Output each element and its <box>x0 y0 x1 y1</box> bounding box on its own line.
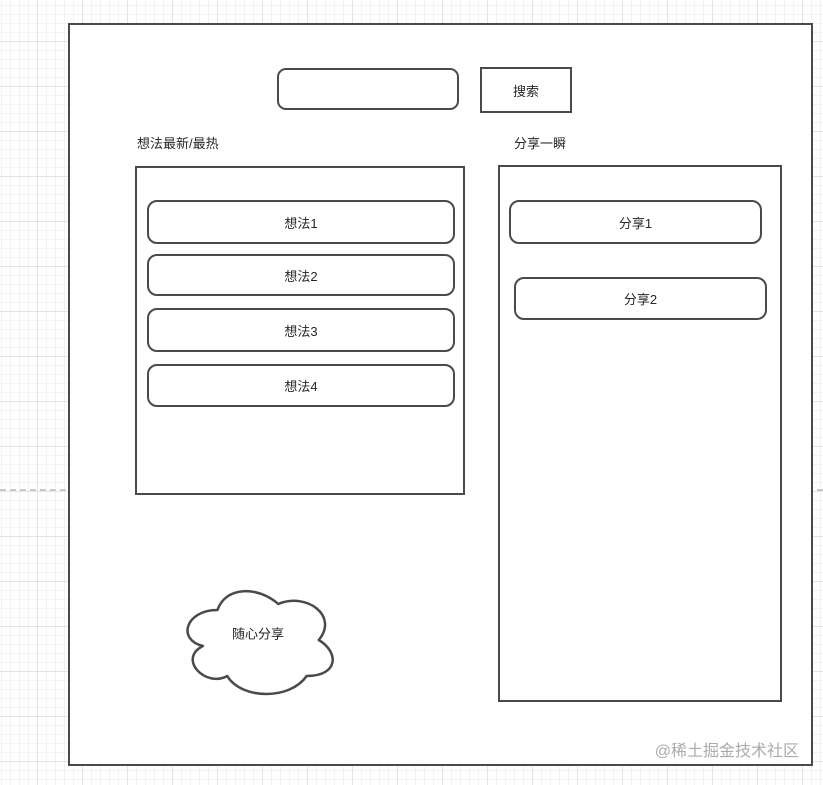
search-button[interactable]: 搜索 <box>480 67 572 113</box>
share-panel <box>498 165 782 702</box>
search-input[interactable] <box>277 68 459 110</box>
share-item-2-button[interactable]: 分享2 <box>514 277 767 320</box>
idea-item-4-button[interactable]: 想法4 <box>147 364 455 407</box>
ideas-section-label: 想法最新/最热 <box>137 136 219 151</box>
idea-item-2-button[interactable]: 想法2 <box>147 254 455 296</box>
cloud-label: 随心分享 <box>231 626 284 642</box>
share-section-label: 分享一瞬 <box>514 136 567 151</box>
cloud-icon <box>177 580 339 700</box>
share-item-1-button[interactable]: 分享1 <box>509 200 762 244</box>
idea-item-1-button[interactable]: 想法1 <box>147 200 455 244</box>
juejin-watermark: @稀土掘金技术社区 <box>654 743 799 760</box>
share-freely-cloud[interactable]: 随心分享 <box>177 580 339 700</box>
wireframe-page-frame: 搜索 想法最新/最热 分享一瞬 想法1 想法2 想法3 想法4 分享1 分享2 … <box>68 23 813 766</box>
idea-item-3-button[interactable]: 想法3 <box>147 308 455 352</box>
